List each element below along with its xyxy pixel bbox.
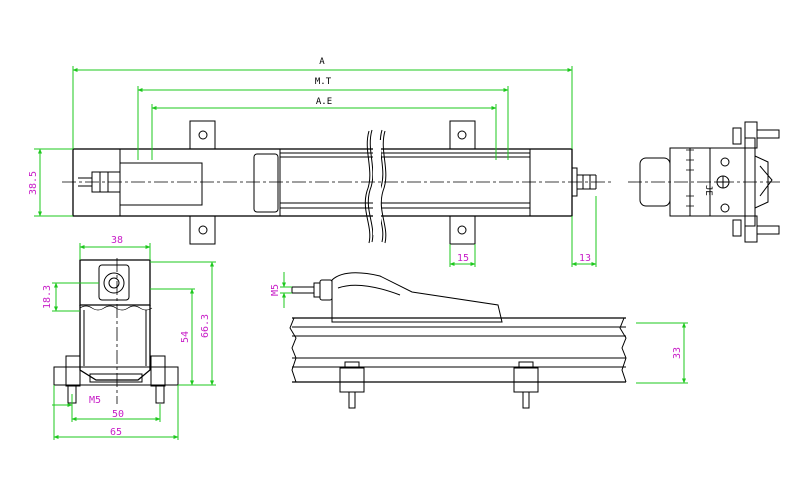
dim-end-offset: 13 <box>579 253 591 264</box>
svg-text:JE: JE <box>703 185 713 196</box>
dim-body-height: 38.5 <box>28 171 39 195</box>
dim-mechanical-travel: M.T <box>315 77 332 87</box>
dim-cable-height: 18.3 <box>42 285 53 309</box>
dim-thread-end: M5 <box>89 395 101 406</box>
dim-electrical-travel: A.E <box>316 97 332 107</box>
body-outline <box>72 148 573 217</box>
dim-bracket-width: 15 <box>457 253 469 264</box>
dim-overall-length: A <box>319 57 325 67</box>
end-view: JE <box>628 121 782 243</box>
dim-rod-thread: M5 <box>270 284 281 296</box>
top-view: M5 33 <box>270 272 688 409</box>
front-view: A M.T A.E 38.5 15 13 <box>28 57 612 267</box>
dim-mount-height: 54 <box>180 331 191 343</box>
dim-rail-height: 33 <box>672 347 683 359</box>
dim-end-width: 38 <box>111 235 123 246</box>
dim-rail-span: 50 <box>112 409 124 420</box>
side-view: 38 18.3 54 66.3 M5 50 65 <box>42 235 216 440</box>
dim-base-width: 65 <box>110 427 122 438</box>
dim-total-height: 66.3 <box>200 314 211 338</box>
